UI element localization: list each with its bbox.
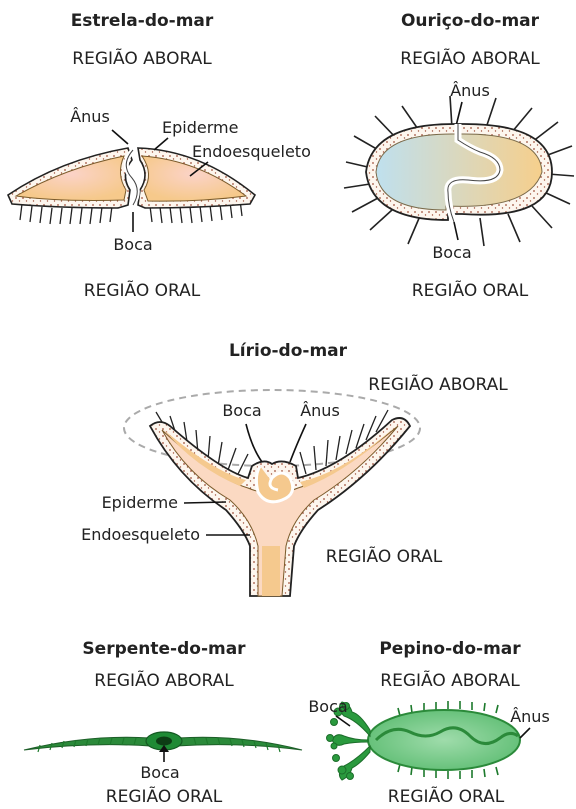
starfish-aboral-label: REGIÃO ABORAL (72, 47, 212, 69)
urchin-oral-label: REGIÃO ORAL (412, 279, 529, 301)
starfish-anus-arrow (112, 130, 128, 144)
crinoid-mouth-label: Boca (222, 401, 261, 420)
starfish-oral-label: REGIÃO ORAL (84, 279, 201, 301)
seacucumber-drawing (327, 701, 521, 780)
crinoid-epidermis-label: Epiderme (102, 493, 178, 512)
crinoid-endoskeleton-label: Endoesqueleto (81, 525, 200, 544)
crinoid-oral-label: REGIÃO ORAL (326, 545, 443, 567)
starfish-mouth-label: Boca (113, 235, 152, 254)
seacucumber-aboral-label: REGIÃO ABORAL (380, 669, 520, 691)
starfish-epidermis-arrow (154, 138, 168, 150)
brittlestar-title: Serpente-do-mar (82, 639, 246, 659)
urchin-anus-label: Ânus (450, 81, 490, 100)
crinoid-mouth-arrow (246, 424, 262, 462)
seacucumber-oral-label: REGIÃO ORAL (388, 785, 505, 807)
crinoid-aboral-label: REGIÃO ABORAL (368, 373, 508, 395)
brittlestar-section: Serpente-do-mar REGIÃO ABORAL Boca REGIÃ… (24, 639, 302, 807)
starfish-title: Estrela-do-mar (71, 11, 214, 31)
seacucumber-anus-arrow (520, 728, 530, 738)
starfish-epidermis-label: Epiderme (162, 118, 238, 137)
urchin-mouth-label: Boca (432, 243, 471, 262)
brittlestar-mouth-label: Boca (140, 763, 179, 782)
starfish-section: Estrela-do-mar REGIÃO ABORAL (8, 11, 311, 301)
seacucumber-mouth-label: Boca (308, 697, 347, 716)
crinoid-title: Lírio-do-mar (229, 341, 348, 361)
seacucumber-section: Pepino-do-mar REGIÃO ABORAL (308, 639, 549, 807)
crinoid-section: Lírio-do-mar REGIÃO ABORAL (81, 341, 508, 596)
urchin-title: Ouriço-do-mar (401, 11, 540, 31)
urchin-section: Ouriço-do-mar REGIÃO ABORAL Ânus (344, 11, 574, 301)
crinoid-epidermis-arrow (184, 502, 226, 503)
urchin-anus-arrow (456, 102, 462, 126)
brittlestar-oral-label: REGIÃO ORAL (106, 785, 223, 807)
seacucumber-title: Pepino-do-mar (379, 639, 521, 659)
crinoid-anus-label: Ânus (300, 401, 340, 420)
crinoid-anus-arrow (290, 424, 306, 462)
brittlestar-aboral-label: REGIÃO ABORAL (94, 669, 234, 691)
starfish-anus-label: Ânus (70, 107, 110, 126)
seacucumber-anus-label: Ânus (510, 707, 550, 726)
urchin-aboral-label: REGIÃO ABORAL (400, 47, 540, 69)
starfish-endoskeleton-label: Endoesqueleto (192, 142, 311, 161)
urchin-mouth-arrow (454, 222, 458, 240)
urchin-drawing (344, 96, 574, 246)
